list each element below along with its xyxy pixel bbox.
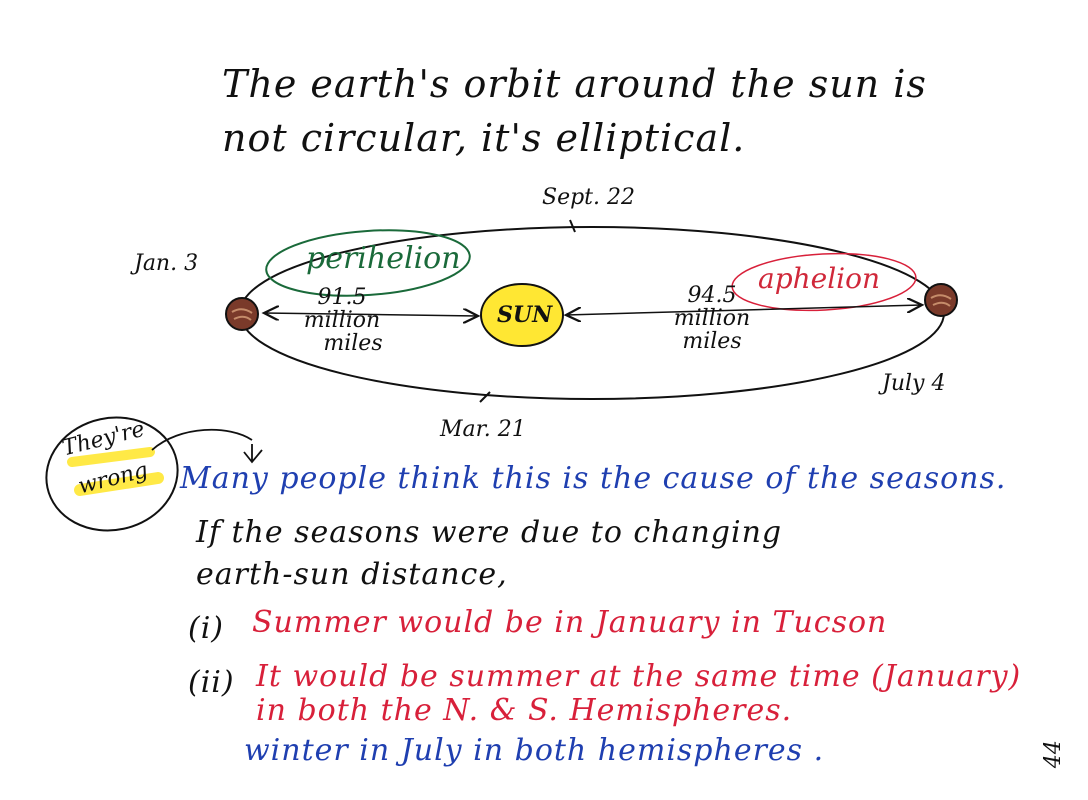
callout-arrow (151, 428, 253, 451)
item1-text: Summer would be in January in Tucson (252, 605, 888, 640)
item2-line-3: winter in July in both hemispheres . (244, 733, 825, 768)
item2-line-1: It would be summer at the same time (Jan… (256, 659, 1022, 694)
aphelion-label: aphelion (758, 262, 881, 295)
aphelion-distance-unit1: million (673, 306, 751, 332)
perihelion-label: perihelion (306, 241, 461, 276)
date-jan: Jan. 3 (134, 251, 199, 276)
perihelion-distance-number: 91.5 (317, 285, 367, 310)
title-line-2: not circular, it's elliptical. (222, 116, 746, 160)
item1-marker: (i) (188, 611, 225, 646)
date-mar: Mar. 21 (440, 417, 526, 442)
aphelion-distance-number: 94.5 (687, 283, 737, 308)
sun (480, 283, 564, 347)
item2-line-2: in both the N. & S. Hemispheres. (256, 693, 793, 728)
perihelion-distance-label: 91.5 million miles (292, 286, 392, 355)
aphelion-distance-arrow (566, 305, 922, 315)
title-line-1: The earth's orbit around the sun is (222, 62, 927, 106)
perihelion-distance-unit1: million (303, 308, 381, 334)
mar-tick (479, 391, 491, 403)
claim-text: Many people think this is the cause of t… (180, 461, 1007, 496)
earth-aphelion (924, 283, 958, 317)
date-july: July 4 (882, 371, 946, 396)
sept-tick (569, 219, 576, 233)
item2-marker: (ii) (188, 665, 235, 700)
perihelion-circle (265, 229, 471, 297)
perihelion-distance-unit2: miles (323, 331, 383, 357)
page-number: 44 (1040, 740, 1066, 769)
aphelion-distance-label: 94.5 million miles (662, 284, 762, 353)
if-line-2: earth-sun distance, (196, 557, 508, 592)
date-sept: Sept. 22 (542, 185, 635, 210)
earth-perihelion (225, 297, 259, 331)
aphelion-distance-unit2: miles (682, 329, 742, 355)
if-line-1: If the seasons were due to changing (196, 515, 783, 550)
sun-label: SUN (497, 302, 553, 328)
callout-circle (45, 416, 179, 532)
perihelion-distance-arrow (264, 313, 478, 316)
